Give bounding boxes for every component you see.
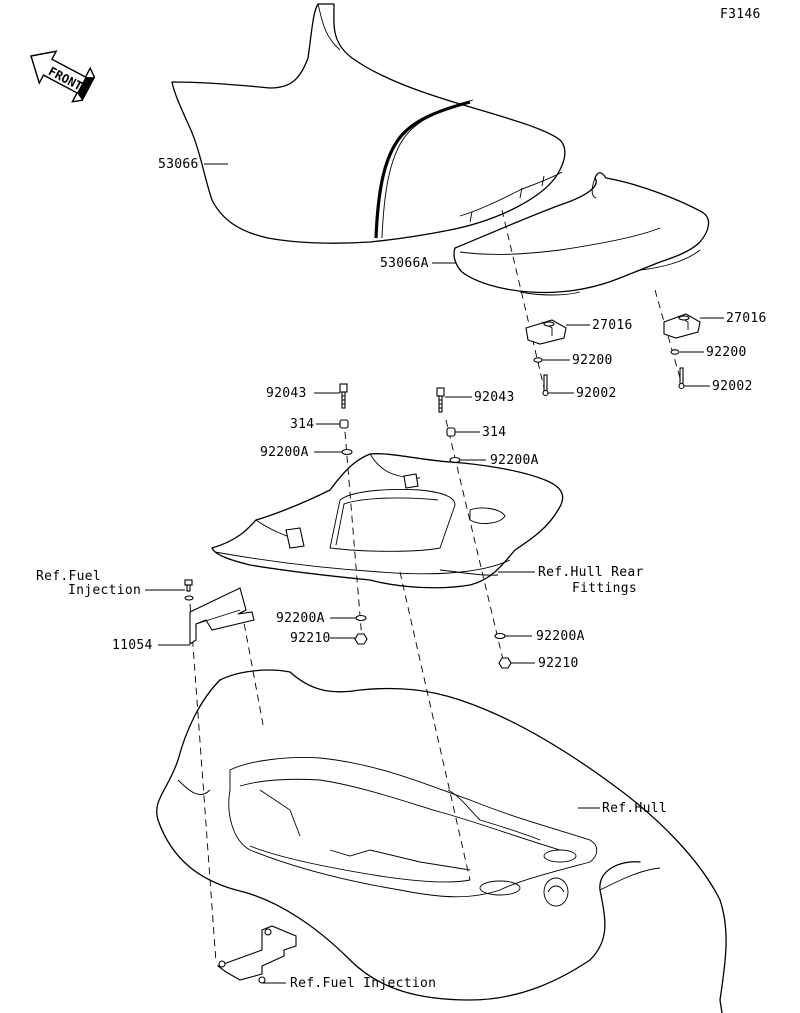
label-ref-fuel-line1: Ref.Fuel [36, 569, 101, 584]
label-314-left: 314 [290, 417, 314, 432]
assembly-line [189, 603, 217, 963]
nut [498, 657, 512, 669]
label-ref-hull-rear-line1: Ref.Hull Rear [538, 565, 644, 580]
label-92200a-right-top: 92200A [490, 453, 539, 468]
label-92002-left: 92002 [576, 386, 617, 401]
bolt-left [339, 383, 348, 409]
rear-seat [453, 172, 710, 296]
label-27016-left: 27016 [592, 318, 633, 333]
washer [355, 614, 367, 622]
front-seat [171, 3, 566, 244]
label-92200a-right-bottom: 92200A [536, 629, 585, 644]
label-92200-left: 92200 [572, 353, 613, 368]
label-53066: 53066 [158, 157, 199, 172]
washer [341, 448, 353, 456]
assembly-line [399, 571, 471, 881]
label-53066a: 53066A [380, 256, 429, 271]
bolt-right [436, 387, 445, 413]
screw [184, 579, 193, 592]
front-arrow-icon: FRONT [30, 50, 96, 103]
storage-tray [211, 453, 564, 589]
collar [339, 419, 349, 429]
bracket-11054 [189, 587, 255, 646]
washer [533, 357, 543, 363]
fuel-bracket-bottom [216, 925, 297, 984]
label-92043-left: 92043 [266, 386, 307, 401]
label-92210-left: 92210 [290, 631, 331, 646]
label-ref-hull-rear-line2: Fittings [572, 581, 637, 596]
hook-right [663, 313, 701, 339]
label-314-right: 314 [482, 425, 506, 440]
label-92200-right: 92200 [706, 345, 747, 360]
figure-code: F3146 [720, 7, 761, 22]
label-92210-right: 92210 [538, 656, 579, 671]
label-ref-fuel-bottom: Ref.Fuel Injection [290, 976, 436, 991]
label-ref-fuel-line2: Injection [68, 583, 141, 598]
hook-left [525, 319, 567, 345]
washer [670, 349, 680, 355]
washer [184, 595, 194, 601]
label-92200a-left-top: 92200A [260, 445, 309, 460]
hull [156, 669, 727, 1013]
label-92002-right: 92002 [712, 379, 753, 394]
assembly-line [654, 289, 683, 386]
label-ref-hull: Ref.Hull [602, 801, 667, 816]
label-92200a-left-bottom: 92200A [276, 611, 325, 626]
label-11054: 11054 [112, 638, 153, 653]
assembly-line [343, 419, 363, 641]
screw [542, 374, 549, 397]
assembly-line [501, 209, 546, 393]
label-27016-right: 27016 [726, 311, 767, 326]
screw [678, 367, 685, 390]
collar [446, 427, 456, 437]
label-92043-right: 92043 [474, 390, 515, 405]
washer [494, 632, 506, 640]
nut [354, 633, 368, 645]
